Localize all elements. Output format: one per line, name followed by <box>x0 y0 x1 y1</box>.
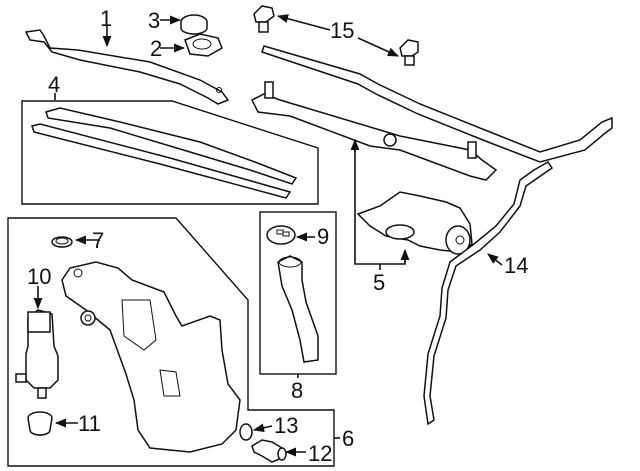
bolt[interactable] <box>80 310 96 326</box>
cap[interactable] <box>180 14 208 35</box>
level-sensor[interactable] <box>251 439 287 463</box>
callout-11: 11 <box>78 411 101 436</box>
callout-12: 12 <box>308 441 332 466</box>
callout-2: 2 <box>150 36 162 61</box>
washer-hose[interactable] <box>423 161 554 426</box>
wiper-linkage[interactable] <box>250 81 498 181</box>
filler-cap[interactable] <box>266 225 296 245</box>
callout-15: 15 <box>330 18 354 43</box>
callout-13: 13 <box>274 413 298 438</box>
sensor-grommet[interactable] <box>239 423 253 441</box>
callout-1: 1 <box>100 6 112 31</box>
callout-7: 7 <box>92 228 104 253</box>
grommet-7[interactable] <box>51 236 73 248</box>
callout-8: 8 <box>291 378 303 403</box>
blade-box <box>21 100 319 205</box>
washer-reservoir[interactable] <box>61 261 241 453</box>
callout-10: 10 <box>27 264 51 289</box>
filler-neck[interactable] <box>277 255 319 363</box>
washer-nozzle-right[interactable] <box>399 39 419 66</box>
callout-6: 6 <box>342 426 354 451</box>
washer-nozzle-left[interactable] <box>253 5 275 33</box>
callout-4: 4 <box>48 72 60 97</box>
callout-5: 5 <box>373 270 385 295</box>
callout-3: 3 <box>148 8 160 33</box>
pump-grommet[interactable] <box>27 411 53 436</box>
reservoir-box <box>7 217 335 467</box>
nut[interactable] <box>184 33 223 57</box>
wiper-blade[interactable] <box>31 107 298 199</box>
callout-5-bracket <box>350 138 410 270</box>
washer-pump[interactable] <box>15 309 59 399</box>
callout-14: 14 <box>504 253 528 278</box>
callout-9: 9 <box>317 224 329 249</box>
wiper-motor[interactable] <box>356 191 473 255</box>
wiper-arm[interactable] <box>24 29 230 105</box>
